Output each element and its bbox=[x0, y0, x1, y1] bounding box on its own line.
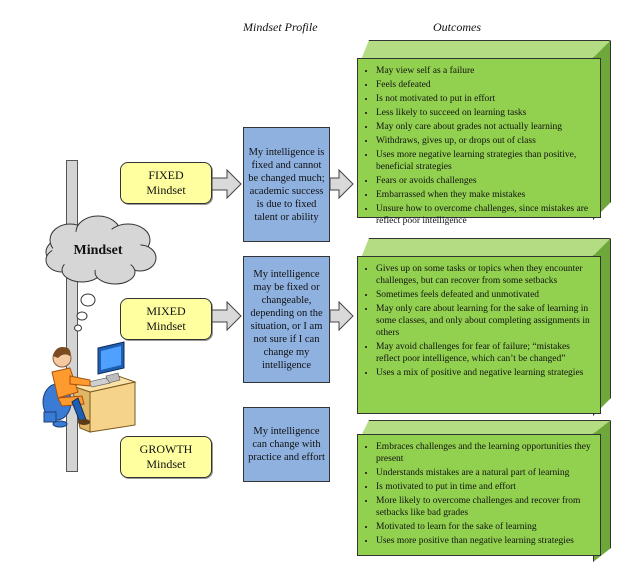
outcome-item: Uses more negative learning strategies t… bbox=[376, 149, 594, 173]
growth-mindset-box: GROWTH Mindset bbox=[120, 436, 212, 478]
growth-mindset-title: GROWTH bbox=[139, 442, 193, 456]
mixed-mindset-title: MIXED bbox=[146, 304, 186, 318]
outcome-item: Feels defeated bbox=[376, 79, 594, 91]
fixed-profile-box: My intelligence is fixed and cannot be c… bbox=[243, 127, 330, 242]
outcomes-header: Outcomes bbox=[433, 20, 481, 34]
outcome-item: Gives up on some tasks or topics when th… bbox=[376, 263, 594, 287]
mindset-profile-header: Mindset Profile bbox=[243, 20, 318, 34]
outcome-item: May avoid challenges for fear of failure… bbox=[376, 341, 594, 365]
mixed-mindset-to-profile-arrow bbox=[211, 300, 242, 332]
outcome-item: Sometimes feels defeated and unmotivated bbox=[376, 289, 594, 301]
fixed-mindset-title: FIXED bbox=[148, 168, 184, 182]
outcome-item: May only care about learning for the sak… bbox=[376, 303, 594, 339]
outcome-item: May only care about grades not actually … bbox=[376, 121, 594, 133]
mixed-mindset-subtitle: Mindset bbox=[146, 319, 186, 333]
mixed-profile-text: My intelligence may be fixed or changeab… bbox=[250, 268, 323, 371]
outcome-item: Embarrassed when they make mistakes bbox=[376, 189, 594, 201]
mindset-cloud-label: Mindset bbox=[73, 243, 123, 258]
fixed-outcomes-box: May view self as a failureFeels defeated… bbox=[357, 58, 601, 226]
computer-icon bbox=[87, 341, 125, 388]
outcome-item: More likely to overcome challenges and r… bbox=[376, 495, 594, 519]
growth-mindset-subtitle: Mindset bbox=[146, 457, 186, 471]
outcome-item: Is not motivated to put in effort bbox=[376, 93, 594, 105]
outcome-item: Unsure how to overcome challenges, since… bbox=[376, 203, 594, 227]
thought-bubbles bbox=[74, 293, 96, 332]
growth-profile-box: My intelligence can change with practice… bbox=[243, 407, 330, 482]
outcome-item: Embraces challenges and the learning opp… bbox=[376, 441, 594, 465]
fixed-profile-to-outcomes-arrow bbox=[329, 168, 354, 200]
fixed-mindset-subtitle: Mindset bbox=[146, 183, 186, 197]
fixed-mindset-box: FIXED Mindset bbox=[120, 162, 212, 204]
fixed-mindset-to-profile-arrow bbox=[211, 168, 242, 200]
fixed-profile-text: My intelligence is fixed and cannot be c… bbox=[248, 146, 325, 223]
outcome-item: Fears or avoids challenges bbox=[376, 175, 594, 187]
outcome-item: Uses more positive than negative learnin… bbox=[376, 535, 594, 547]
mixed-outcomes-list: Gives up on some tasks or topics when th… bbox=[364, 263, 594, 379]
growth-outcomes-list: Embraces challenges and the learning opp… bbox=[364, 441, 594, 547]
growth-profile-text: My intelligence can change with practice… bbox=[248, 426, 325, 463]
growth-outcomes-box: Embraces challenges and the learning opp… bbox=[357, 434, 601, 556]
student-icon bbox=[42, 347, 91, 428]
mixed-profile-box: My intelligence may be fixed or changeab… bbox=[243, 256, 330, 383]
outcome-item: May view self as a failure bbox=[376, 65, 594, 77]
outcome-item: Understands mistakes are a natural part … bbox=[376, 467, 594, 479]
outcome-item: Is motivated to put in time and effort bbox=[376, 481, 594, 493]
outcome-item: Less likely to succeed on learning tasks bbox=[376, 107, 594, 119]
outcome-item: Uses a mix of positive and negative lear… bbox=[376, 367, 594, 379]
fixed-outcomes-list: May view self as a failureFeels defeated… bbox=[364, 65, 594, 227]
outcome-item: Motivated to learn for the sake of learn… bbox=[376, 521, 594, 533]
outcome-item: Withdraws, gives up, or drops out of cla… bbox=[376, 135, 594, 147]
mixed-outcomes-box: Gives up on some tasks or topics when th… bbox=[357, 256, 601, 414]
mixed-profile-to-outcomes-arrow bbox=[329, 300, 354, 332]
